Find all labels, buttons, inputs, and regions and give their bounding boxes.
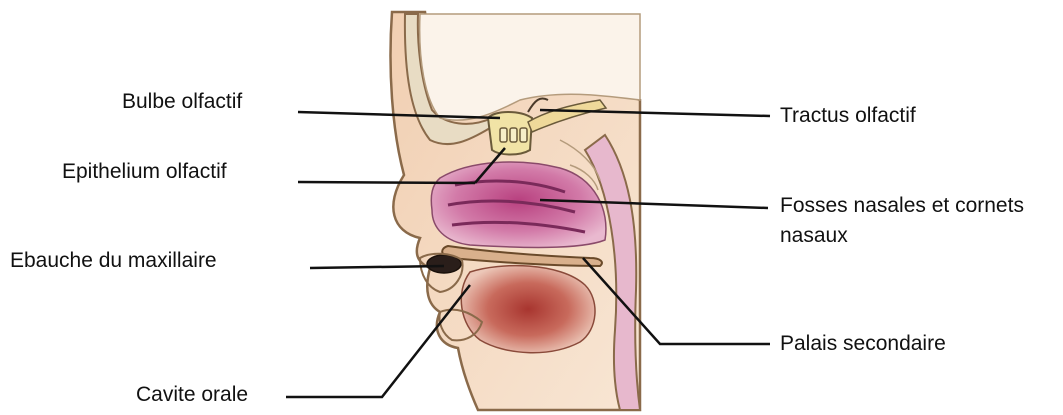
label-palais-secondaire: Palais secondaire bbox=[780, 333, 946, 354]
label-fosses-nasales: Fosses nasales et cornets nasaux bbox=[780, 191, 1063, 251]
olfactory-bulb-cell bbox=[510, 128, 517, 142]
leader-epithelium bbox=[298, 182, 475, 183]
label-ebauche-maxillaire: Ebauche du maxillaire bbox=[10, 250, 217, 271]
label-epithelium-olfactif: Epithelium olfactif bbox=[62, 161, 227, 182]
olfactory-bulb-cell bbox=[520, 128, 527, 142]
leader-ebauche bbox=[310, 266, 444, 268]
olfactory-bulb-cell bbox=[500, 128, 507, 142]
label-tractus-olfactif: Tractus olfactif bbox=[780, 105, 916, 126]
label-cavite-orale: Cavite orale bbox=[136, 384, 248, 405]
label-bulbe-olfactif: Bulbe olfactif bbox=[122, 91, 242, 112]
oral-cavity bbox=[461, 266, 595, 353]
